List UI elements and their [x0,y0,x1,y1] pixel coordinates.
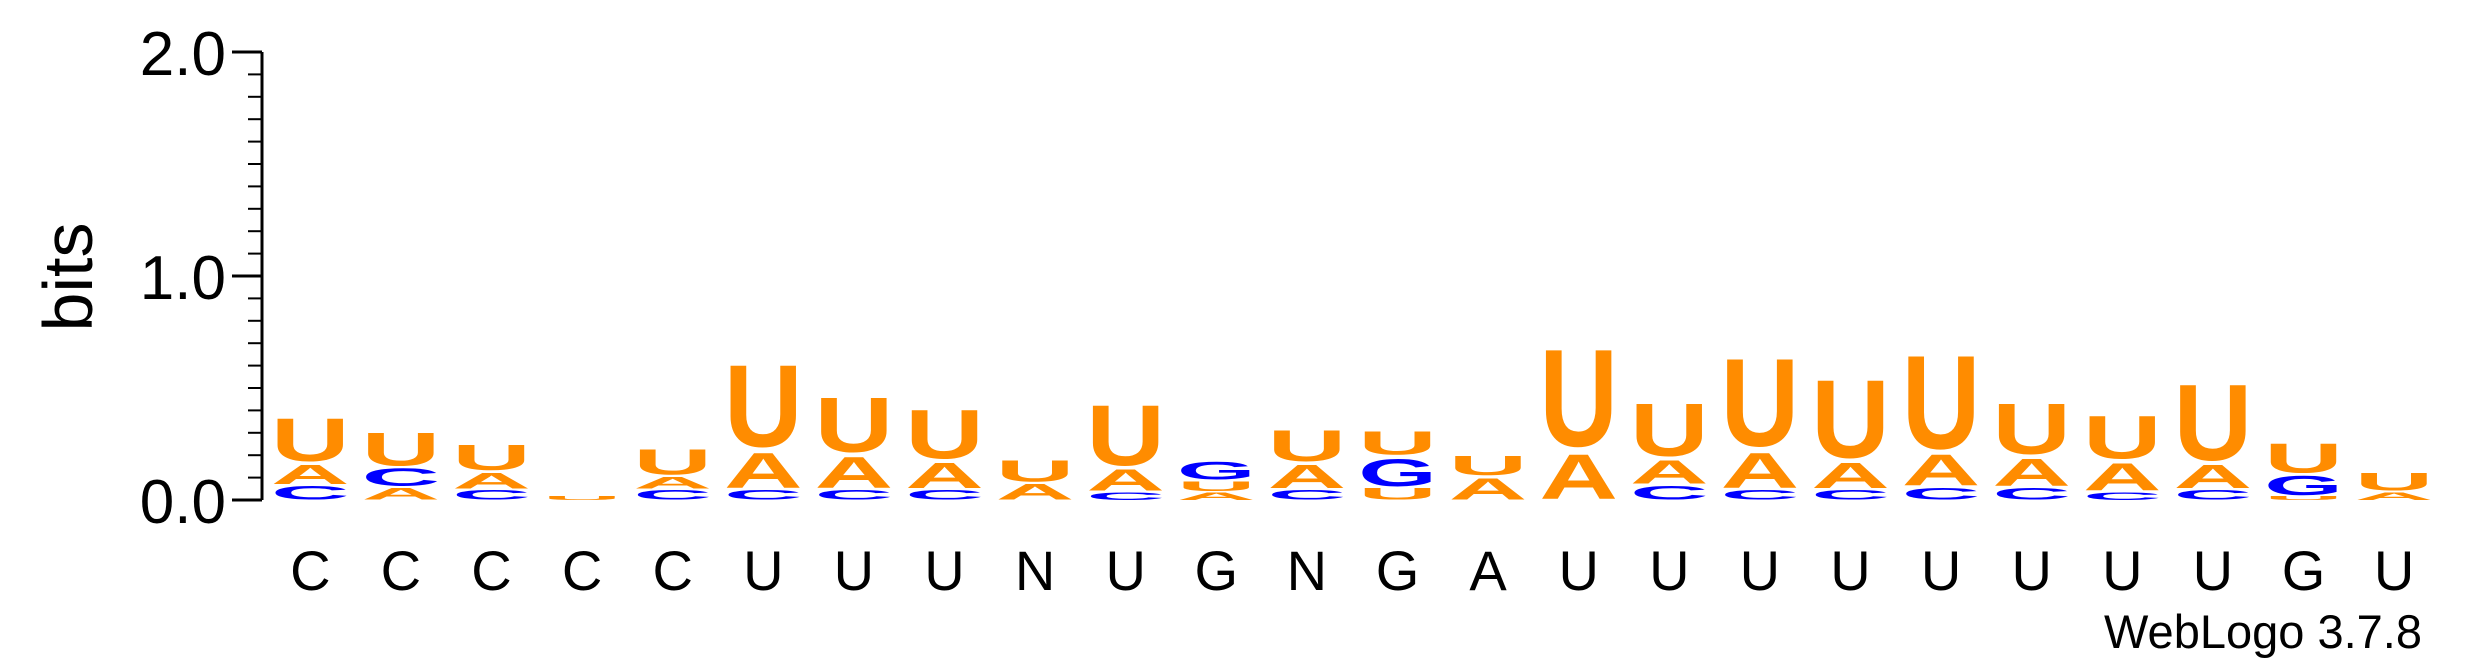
logo-letter-A: A [815,448,894,498]
logo-letter-U: U [1358,425,1437,462]
logo-letter-A: A [1811,456,1890,496]
logo-letter-U: U [1539,321,1618,476]
x-tick-label: C [562,539,602,602]
x-tick-label: U [1105,539,1145,602]
x-tick-label: G [2282,539,2326,602]
x-tick-label: C [652,539,692,602]
x-tick-label: N [1015,539,1055,602]
logo-letter-U: U [633,443,712,483]
x-tick-label: C [471,539,511,602]
logo-letter-A: A [1630,454,1709,491]
logo-letter-C: C [1811,487,1890,502]
x-tick-label: U [2374,539,2414,602]
x-tick-label: U [1740,539,1780,602]
logo-letter-C: C [1992,485,2071,503]
x-tick-label: G [1376,539,1420,602]
logo-letter-U: U [2174,363,2253,484]
logo-letter-C: C [1086,490,1165,502]
logo-letter-A: A [1449,472,1528,506]
logo-letter-C: C [815,487,894,502]
x-tick-label: U [743,539,783,602]
logo-letter-C: C [362,464,441,492]
logo-letter-U: U [2264,495,2343,501]
logo-letter-U: U [1086,387,1165,484]
logo-letter-U: U [452,438,531,478]
logo-letter-A: A [1268,458,1347,495]
logo-letter-A: A [996,480,1075,505]
logo-letter-C: C [633,487,712,502]
logo-letter-A: A [724,442,803,498]
logo-letter-U: U [543,495,622,501]
logo-letter-U: U [362,423,441,476]
logo-letter-A: A [1177,490,1256,502]
logo-letter-A: A [1902,446,1981,496]
logo-letter-U: U [996,454,1075,488]
logo-letter-U: U [1630,388,1709,472]
logo-letter-C: C [724,487,803,502]
logo-letter-A: A [2174,458,2253,495]
logo-letter-C: C [1721,487,1800,502]
x-tick-label: U [2011,539,2051,602]
logo-letter-U: U [2083,403,2162,472]
logo-letter-G: G [1177,457,1256,485]
logo-letter-A: A [633,474,712,492]
y-axis: 0.0 1.0 2.0 [140,20,264,537]
y-axis-label: bits [29,223,107,332]
software-credit: WebLogo 3.7.8 [2104,605,2422,658]
logo-letter-C: C [452,487,531,502]
y-tick-label: 2.0 [140,20,226,89]
logo-letter-U: U [271,405,350,474]
x-tick-label: U [924,539,964,602]
logo-letter-U: U [815,382,894,469]
logo-letter-A: A [1992,451,2071,494]
logo-letter-G: G [2264,470,2343,501]
logo-letter-U: U [1177,478,1256,493]
logo-letter-A: A [362,485,441,503]
x-tick-label: U [2102,539,2142,602]
logo-letter-A: A [1086,463,1165,497]
logo-letter-U: U [1902,328,1981,477]
logo-letter-C: C [2174,487,2253,502]
logo-letter-A: A [452,468,531,493]
logo-letter-A: A [2355,490,2434,502]
logo-letter-A: A [1721,442,1800,498]
logo-letter-A: A [271,459,350,490]
logo-letter-U: U [2355,468,2434,496]
y-tick-label: 0.0 [140,468,226,537]
x-tick-label: C [290,539,330,602]
logo-letter-U: U [1721,333,1800,473]
x-tick-label: U [2193,539,2233,602]
logo-letter-A: A [2083,456,2162,499]
logo-letter-U: U [1811,358,1890,482]
x-tick-label: U [1830,539,1870,602]
y-tick-label: 1.0 [140,244,226,313]
logo-letter-U: U [2264,435,2343,482]
x-tick-label: N [1287,539,1327,602]
x-tick-label: U [1558,539,1598,602]
logo-letter-U: U [1449,450,1528,481]
x-tick-label: U [1921,539,1961,602]
logo-letter-A: A [1539,441,1618,513]
x-tick-label: A [1469,539,1507,602]
x-tick-label: G [1195,539,1239,602]
logo-letter-U: U [905,396,984,474]
logo-letter-U: U [1992,388,2071,469]
logo-letter-C: C [1268,487,1347,502]
logo-letter-C: C [905,487,984,502]
logo-letter-U: U [724,341,803,471]
logo-letter-A: A [905,456,984,496]
logo-letter-C: C [2083,490,2162,502]
logo-letter-U: U [1268,421,1347,471]
logo-letter-C: C [1630,482,1709,504]
x-tick-label: U [1649,539,1689,602]
logo-letter-C: C [271,482,350,504]
x-tick-label: C [381,539,421,602]
logo-letter-U: U [1358,485,1437,503]
logo-letter-C: C [1902,485,1981,503]
x-tick-label: U [834,539,874,602]
logo-letter-G: G [1358,451,1437,494]
